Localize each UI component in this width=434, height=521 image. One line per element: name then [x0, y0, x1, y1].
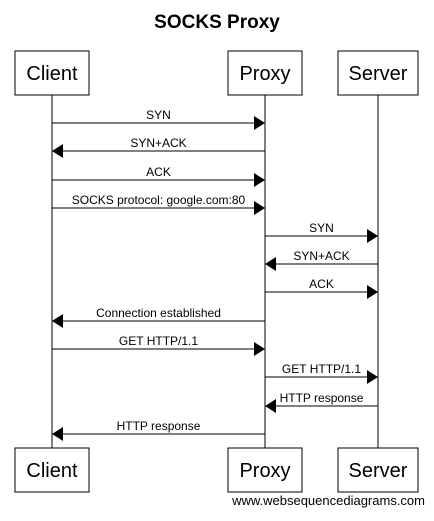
message-label: GET HTTP/1.1 — [282, 362, 361, 376]
message-1: SYN — [52, 108, 265, 130]
message-arrowhead — [367, 370, 378, 384]
message-label: SYN+ACK — [130, 136, 186, 150]
participant-box — [227, 447, 303, 493]
lifelines — [51, 95, 379, 448]
message-arrowhead — [254, 116, 265, 130]
messages: SYN SYN+ACK ACK SOCKS protocol: google.com:… — [52, 108, 378, 441]
message-label: HTTP response — [280, 391, 364, 405]
credit-text: www.websequencediagrams.com — [231, 493, 425, 508]
participant-box — [227, 50, 303, 96]
message-label: ACK — [146, 165, 171, 179]
message-2: SYN+ACK — [52, 136, 265, 158]
participant-proxy-bottom: Proxy — [227, 447, 303, 493]
message-arrowhead — [52, 144, 63, 158]
participant-box — [14, 50, 90, 96]
participant-server-bottom: Server — [337, 447, 419, 493]
message-label: ACK — [309, 277, 334, 291]
message-label: SYN — [309, 221, 334, 235]
message-arrowhead — [254, 173, 265, 187]
message-arrowhead — [265, 399, 276, 413]
message-6: SYN+ACK — [265, 249, 378, 271]
participant-label: Client — [26, 63, 78, 85]
message-arrowhead — [367, 285, 378, 299]
message-arrowhead — [265, 257, 276, 271]
message-7: ACK — [265, 277, 378, 299]
participant-client-top: Client — [14, 50, 90, 96]
message-label: SOCKS protocol: google.com:80 — [72, 193, 246, 207]
participant-box — [337, 447, 419, 493]
participant-label: Server — [349, 460, 408, 482]
message-label: SYN+ACK — [293, 249, 349, 263]
participant-label: Server — [349, 63, 408, 85]
participant-proxy-top: Proxy — [227, 50, 303, 96]
message-11: HTTP response — [265, 391, 378, 413]
diagram-title: SOCKS Proxy — [154, 12, 280, 33]
message-10: GET HTTP/1.1 — [265, 362, 378, 384]
message-label: SYN — [146, 108, 171, 122]
message-label: GET HTTP/1.1 — [119, 334, 198, 348]
participant-label: Proxy — [239, 460, 290, 482]
participant-box — [337, 50, 419, 96]
message-12: HTTP response — [52, 419, 265, 441]
participant-server-top: Server — [337, 50, 419, 96]
message-arrowhead — [52, 427, 63, 441]
participant-box — [14, 447, 90, 493]
message-arrowhead — [254, 342, 265, 356]
message-label: HTTP response — [117, 419, 201, 433]
message-arrowhead — [367, 229, 378, 243]
participant-client-bottom: Client — [14, 447, 90, 493]
participant-label: Proxy — [239, 63, 290, 85]
message-8: Connection established — [52, 306, 265, 328]
message-5: SYN — [265, 221, 378, 243]
message-arrowhead — [52, 314, 63, 328]
message-label: Connection established — [96, 306, 221, 320]
message-3: ACK — [52, 165, 265, 187]
message-4: SOCKS protocol: google.com:80 — [52, 193, 265, 215]
message-9: GET HTTP/1.1 — [52, 334, 265, 356]
participant-label: Client — [26, 460, 78, 482]
message-arrowhead — [254, 201, 265, 215]
